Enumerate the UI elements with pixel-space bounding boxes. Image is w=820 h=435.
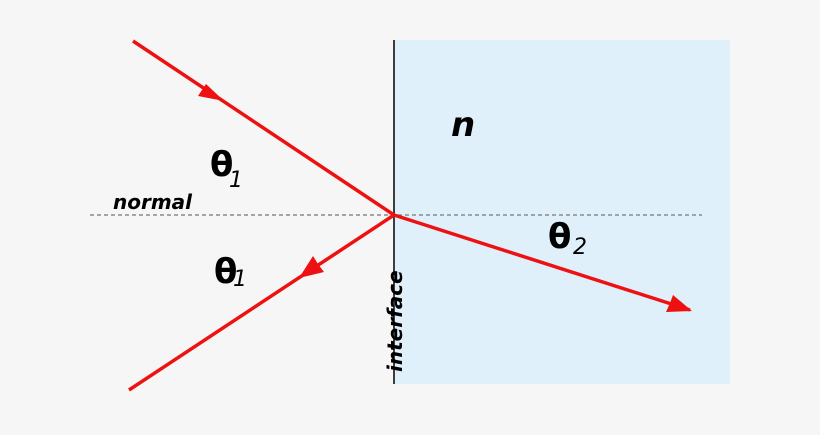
incident-arrowhead [198, 84, 224, 101]
normal-label: normal [113, 190, 193, 214]
medium-region [394, 40, 730, 384]
incident-angle-symbol: θ [210, 145, 233, 185]
incident-angle-subscript: 1 [229, 168, 243, 193]
reflected-ray [128, 213, 395, 392]
reflected-angle-subscript: 1 [233, 267, 247, 292]
reflected-angle-symbol: θ [214, 252, 237, 292]
medium-index-label: n [451, 105, 475, 145]
interface-label: interface [383, 270, 407, 372]
refracted-arrowhead [666, 295, 692, 312]
refracted-angle-subscript: 2 [573, 235, 587, 260]
incident-ray [132, 39, 395, 217]
refracted-angle-symbol: θ [548, 217, 571, 257]
refracted-ray [393, 213, 691, 312]
reflected-arrowhead [299, 256, 324, 278]
